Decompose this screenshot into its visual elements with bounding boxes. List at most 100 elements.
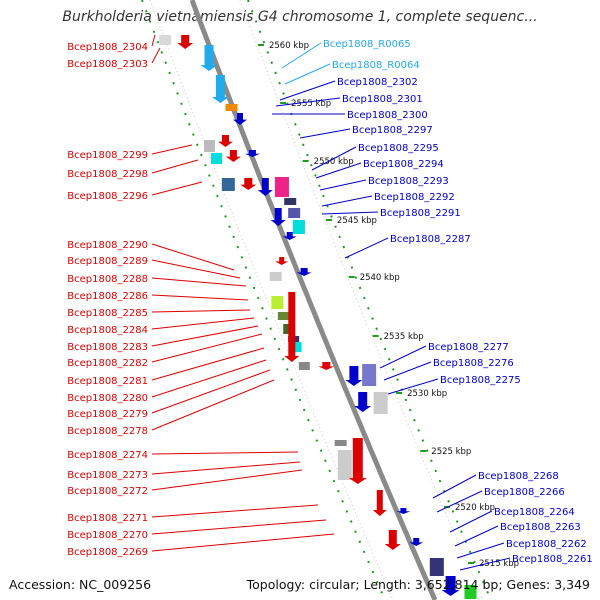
gene-block bbox=[464, 585, 477, 599]
left-gene-label: Bcep1808_2278 bbox=[67, 426, 148, 437]
connector-line bbox=[449, 510, 493, 533]
connector-line bbox=[151, 317, 255, 330]
right-gene-label: Bcep1808_2302 bbox=[337, 77, 418, 88]
connector-line bbox=[151, 369, 271, 414]
gene-block bbox=[203, 140, 215, 152]
gene-block bbox=[292, 220, 305, 234]
gene-arrow bbox=[275, 257, 289, 265]
chromosome-backbone bbox=[189, 0, 438, 600]
left-gene-label: Bcep1808_2274 bbox=[67, 450, 148, 461]
right-gene-label: Bcep1808_2275 bbox=[440, 375, 521, 386]
gene-features bbox=[159, 35, 477, 599]
gene-arrow bbox=[240, 178, 257, 190]
gene-block bbox=[288, 208, 301, 218]
right-gene-label: Bcep1808_R0065 bbox=[323, 39, 411, 50]
connector-line bbox=[321, 195, 373, 207]
gene-block bbox=[373, 392, 388, 414]
scale-label: 2540 kbp bbox=[360, 273, 400, 283]
gene-arrow bbox=[211, 75, 229, 103]
left-gene-label: Bcep1808_2304 bbox=[67, 42, 148, 53]
connector-line bbox=[275, 97, 341, 107]
gene-block bbox=[274, 177, 289, 197]
gene-block bbox=[290, 342, 302, 352]
right-gene-label: Bcep1808_2263 bbox=[500, 522, 581, 533]
left-gene-label: Bcep1808_2270 bbox=[67, 530, 148, 541]
gene-arrow bbox=[296, 268, 312, 276]
connector-line bbox=[387, 378, 439, 395]
scale-label: 2515 kbp bbox=[479, 559, 519, 569]
gene-block bbox=[271, 296, 284, 309]
gene-arrow bbox=[354, 392, 372, 412]
connector-line bbox=[383, 361, 432, 381]
connector-line bbox=[151, 277, 247, 287]
gene-arrow bbox=[257, 178, 273, 196]
scale-label: 2535 kbp bbox=[384, 332, 424, 342]
gene-arrow bbox=[225, 150, 241, 162]
left-gene-label: Bcep1808_2283 bbox=[67, 342, 148, 353]
connector-line bbox=[151, 469, 303, 491]
scale-label: 2525 kbp bbox=[431, 447, 471, 457]
connector-line bbox=[151, 159, 199, 174]
connector-line bbox=[151, 504, 319, 518]
right-gene-label: Bcep1808_2262 bbox=[506, 539, 587, 550]
backbone-line bbox=[189, 0, 438, 600]
left-gene-label: Bcep1808_2279 bbox=[67, 409, 148, 420]
map-title: Burkholderia vietnamiensis G4 chromosome… bbox=[62, 9, 538, 25]
right-gene-label: Bcep1808_R0064 bbox=[332, 60, 420, 71]
connector-line bbox=[151, 451, 299, 455]
gene-block bbox=[225, 104, 238, 111]
connector-line bbox=[281, 42, 322, 69]
connector-line bbox=[456, 542, 505, 559]
right-gene-label: Bcep1808_2301 bbox=[342, 94, 423, 105]
gene-arrow bbox=[233, 113, 247, 125]
connector-line bbox=[319, 179, 367, 191]
right-gene-label: Bcep1808_2264 bbox=[494, 507, 575, 518]
right-gene-label: Bcep1808_2276 bbox=[433, 358, 514, 369]
gene-block bbox=[284, 198, 297, 205]
connector-line bbox=[151, 519, 327, 535]
dotted-guides bbox=[141, 0, 492, 600]
gene-arrow bbox=[284, 292, 300, 362]
connector-line bbox=[321, 211, 379, 215]
scale-label: 2520 kbp bbox=[455, 503, 495, 513]
right-gene-label: Bcep1808_2261 bbox=[512, 554, 593, 565]
right-gene-label: Bcep1808_2294 bbox=[363, 159, 444, 170]
scale-label: 2545 kbp bbox=[337, 216, 377, 226]
left-gene-label: Bcep1808_2298 bbox=[67, 169, 148, 180]
scale-label: 2555 kbp bbox=[291, 99, 331, 109]
gene-arrow bbox=[177, 35, 194, 49]
gene-block bbox=[277, 312, 290, 320]
gene-arrow bbox=[441, 576, 460, 596]
gene-block bbox=[211, 153, 223, 164]
connector-line bbox=[151, 309, 251, 313]
gene-block bbox=[269, 272, 282, 281]
gene-block bbox=[221, 178, 235, 191]
connector-line bbox=[151, 294, 249, 301]
gene-arrow bbox=[345, 366, 363, 386]
gene-arrow bbox=[200, 45, 218, 71]
gene-arrow bbox=[384, 530, 401, 550]
gene-arrow bbox=[318, 362, 335, 370]
connector-line bbox=[454, 525, 499, 547]
connector-line bbox=[379, 345, 427, 369]
dotted-guide bbox=[141, 0, 386, 600]
connector-line bbox=[151, 347, 265, 381]
connector-line bbox=[151, 379, 275, 431]
connector-line bbox=[151, 333, 263, 363]
connector-line bbox=[284, 63, 331, 85]
left-gene-label: Bcep1808_2289 bbox=[67, 256, 148, 267]
connector-line bbox=[459, 557, 511, 571]
gene-arrow bbox=[282, 232, 297, 240]
connector-line bbox=[315, 162, 362, 179]
connector-line bbox=[299, 128, 351, 139]
right-gene-label: Bcep1808_2292 bbox=[374, 192, 455, 203]
connector-line bbox=[279, 80, 336, 101]
connector-line bbox=[311, 146, 357, 171]
accession-text: Accession: NC_009256 bbox=[9, 577, 152, 592]
scale-label: 2560 kbp bbox=[269, 41, 309, 51]
left-gene-label: Bcep1808_2286 bbox=[67, 291, 148, 302]
topology-text: Topology: circular; Length: 3,652,814 bp… bbox=[246, 577, 590, 592]
connector-line bbox=[151, 144, 193, 155]
